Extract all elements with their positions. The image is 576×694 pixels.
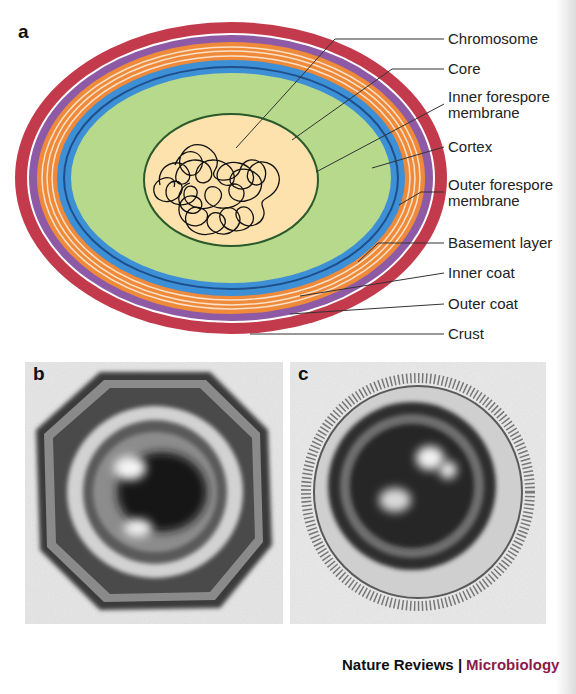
chromosome-strand — [154, 160, 262, 209]
part-label: Inner forespore membrane — [448, 89, 558, 121]
part-label: Core — [448, 61, 573, 77]
journal-name: Nature Reviews | — [342, 657, 462, 673]
journal-section: Microbiology — [466, 657, 559, 673]
panel-letter: c — [298, 366, 309, 382]
leader-lines — [236, 39, 444, 334]
micrograph-c — [290, 362, 546, 624]
part-label: Chromosome — [448, 31, 573, 47]
part-label: Crust — [448, 326, 573, 342]
chromosome-strand — [175, 145, 279, 235]
page-shade — [556, 0, 576, 694]
panel-letter: a — [18, 24, 29, 40]
part-label: Cortex — [448, 139, 573, 155]
part-label: Basement layer — [448, 235, 573, 251]
spore-layers — [15, 22, 447, 334]
micrograph-b — [25, 362, 283, 624]
part-label: Outer forespore membrane — [448, 177, 558, 209]
panel-letter: b — [33, 366, 45, 382]
part-label: Outer coat — [448, 296, 573, 312]
part-label: Inner coat — [448, 265, 573, 281]
